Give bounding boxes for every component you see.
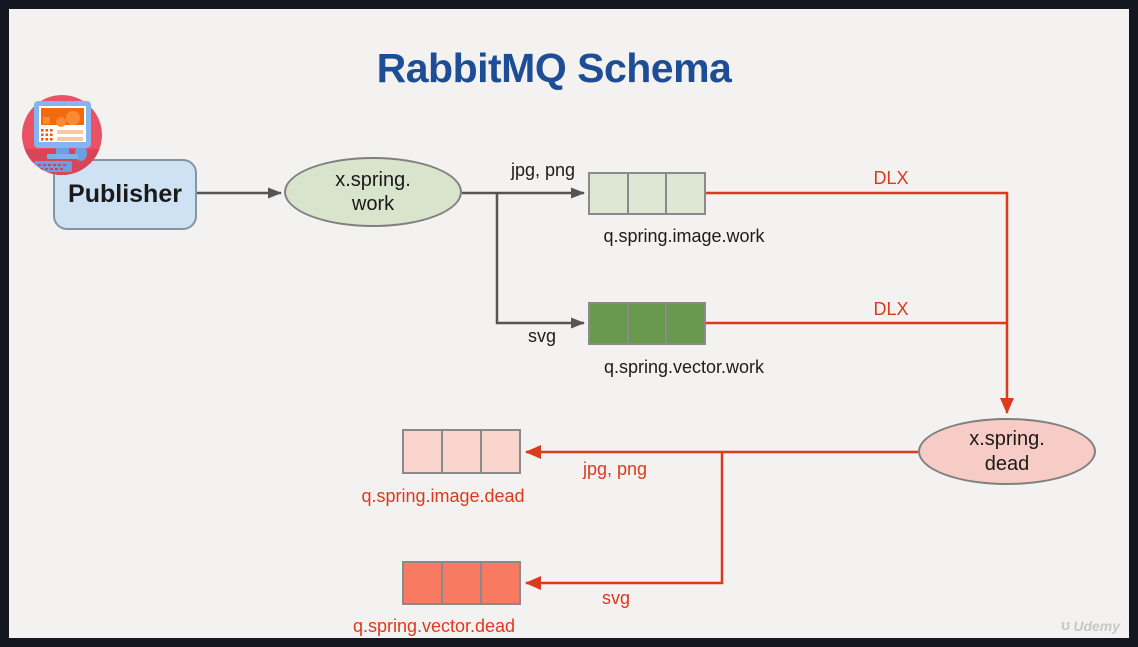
queue-vector-work [588,302,706,345]
exchange-work-label-line2: work [351,193,395,215]
edge-label-svg-dead: svg [601,588,630,608]
exchange-work-ellipse: x.spring. work [284,157,462,227]
exchange-work-label-line1: x.spring. [335,168,411,191]
udemy-logo-icon: ʊ [1061,617,1071,634]
publisher-computer-icon [22,95,102,175]
exchange-dead-ellipse: x.spring. dead [918,418,1096,485]
queue-image-dead [402,429,521,474]
publisher-label: Publisher [68,180,182,208]
connector-lines [197,187,1014,590]
queue-image-dead-label: q.spring.image.dead [361,486,525,506]
edge-label-jpg-png-dead: jpg, png [582,459,648,479]
queue-segment [443,431,482,472]
dlx-label-vector: DLX [873,299,909,319]
queue-segment [629,304,668,343]
arrow-dlx-image-to-dead-exchange [706,191,1014,414]
arrow-exchange-to-vector-work [495,193,585,329]
queue-segment [482,431,519,472]
queue-image-work-label: q.spring.image.work [603,226,765,246]
exchange-dead-label-line1: x.spring. [969,428,1045,451]
udemy-watermark-text: Udemy [1073,617,1121,634]
exchange-dead-label-line2: dead [984,452,1030,475]
queue-vector-dead-label: q.spring.vector.dead [352,616,516,636]
queue-segment [443,563,482,603]
page-title: RabbitMQ Schema [376,45,732,91]
udemy-watermark: ʊ Udemy [1061,617,1120,634]
queue-vector-work-label: q.spring.vector.work [603,357,765,377]
queue-segment [482,563,519,603]
queue-segment [404,431,443,472]
edge-label-jpg-png-work: jpg, png [510,160,576,180]
queue-segment [667,174,704,213]
arrow-dead-exchange-to-vector-dead [525,452,724,590]
queue-segment [629,174,668,213]
edge-label-svg-work: svg [527,326,556,346]
queue-segment [667,304,704,343]
queue-vector-dead [402,561,521,605]
dlx-label-image: DLX [873,168,909,188]
queue-image-work [588,172,706,215]
queue-segment [404,563,443,603]
queue-segment [590,174,629,213]
queue-segment [590,304,629,343]
